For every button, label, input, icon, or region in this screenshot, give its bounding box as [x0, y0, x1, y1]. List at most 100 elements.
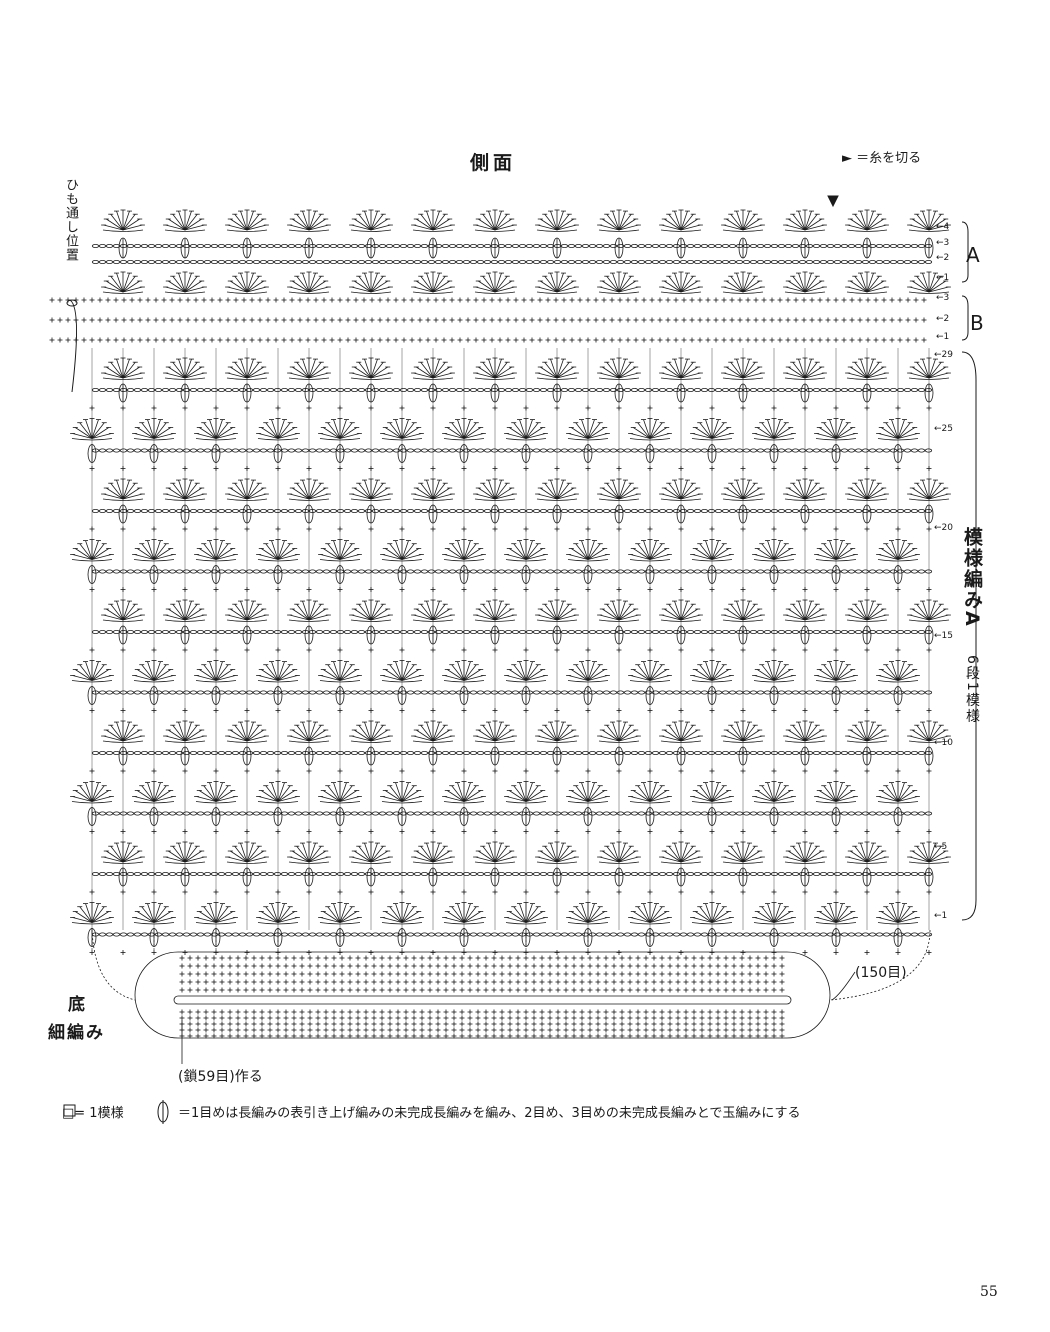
chain-stitch [343, 872, 352, 877]
chain-stitch [357, 630, 366, 635]
chain-stitch [448, 932, 457, 937]
chain-stitch [693, 569, 702, 574]
chain-stitch [518, 932, 527, 937]
fan-stitch [103, 735, 124, 742]
fan-stitch [711, 906, 725, 923]
chain-stitch [546, 872, 555, 877]
fan-stitch [711, 433, 732, 439]
chain-stitch [518, 872, 527, 877]
chain-stitch [301, 448, 310, 453]
chain-stitch [483, 932, 492, 937]
fan-stitch [463, 782, 471, 802]
fan-stitch [178, 842, 186, 863]
fan-stitch [432, 372, 453, 379]
chain-stitch [210, 811, 219, 816]
fan-stitch [494, 721, 502, 742]
fan-stitch [897, 543, 911, 560]
chain-stitch [868, 932, 877, 937]
fan-stitch [916, 724, 930, 742]
fan-stitch [432, 286, 453, 293]
fan-stitch [705, 419, 713, 439]
fan-stitch [85, 661, 93, 681]
chain-stitch [224, 448, 233, 453]
chain-stitch [679, 630, 688, 635]
fan-stitch [116, 600, 124, 621]
fan-stitch [823, 664, 837, 681]
chain-stitch [805, 448, 814, 453]
chain-stitch [735, 811, 744, 816]
fan-stitch [773, 785, 787, 802]
chain-stitch [385, 872, 394, 877]
chain-stitch [287, 932, 296, 937]
fan-stitch [664, 729, 682, 742]
chain-stitch [441, 932, 450, 937]
chain-stitch [497, 508, 506, 513]
pattern-a-grid [70, 348, 951, 955]
fan-base [288, 291, 330, 294]
chain-stitch [784, 932, 793, 937]
fan-stitch [203, 785, 217, 802]
fan-stitch [385, 669, 403, 681]
chain-stitch [721, 569, 730, 574]
chain-stitch [539, 872, 548, 877]
fan-stitch [885, 422, 899, 439]
fan-stitch [234, 213, 248, 231]
fan-stitch [184, 372, 205, 379]
fan-stitch [116, 842, 124, 863]
fan-stitch [866, 845, 880, 863]
chain-stitch [476, 448, 485, 453]
fan-stitch [370, 600, 378, 621]
chain-stitch [259, 932, 268, 937]
fan-stitch [354, 608, 372, 621]
chain-stitch [532, 751, 541, 756]
fan-stitch [137, 669, 155, 681]
fan-stitch [847, 372, 868, 379]
chain-stitch [252, 630, 261, 635]
chain-stitch [406, 811, 415, 816]
fan-stitch [358, 482, 372, 500]
chain-stitch [364, 811, 373, 816]
fan-stitch [106, 280, 124, 293]
fan-stitch [91, 782, 99, 802]
chain-stitch [378, 387, 387, 392]
fan-stitch [246, 361, 260, 379]
chain-stitch [455, 508, 464, 513]
fan-stitch [618, 358, 626, 379]
fan-stitch [370, 608, 388, 621]
fan-stitch [184, 608, 202, 621]
fan-stitch [742, 850, 760, 863]
fan-stitch [153, 540, 161, 560]
chain-stitch [406, 387, 415, 392]
chain-stitch [154, 872, 163, 877]
fan-stitch [649, 785, 663, 802]
chain-stitch [448, 387, 457, 392]
chain-stitch [518, 811, 527, 816]
fan-stitch [866, 366, 884, 379]
chain-stitch [175, 751, 184, 756]
fan-stitch [147, 540, 155, 560]
fan-stitch [401, 790, 419, 802]
fan-stitch [302, 210, 310, 231]
fan-stitch [509, 427, 527, 439]
fan-stitch [395, 661, 403, 681]
chain-stitch [889, 932, 898, 937]
fan-stitch [416, 218, 434, 231]
chain-stitch [308, 448, 317, 453]
chain-stitch [504, 448, 513, 453]
chain-stitch [462, 751, 471, 756]
chain-stitch [238, 569, 247, 574]
chain-stitch [413, 630, 422, 635]
chain-stitch [672, 569, 681, 574]
fan-stitch [215, 543, 229, 560]
fan-stitch [587, 543, 601, 560]
chain-stitch [742, 811, 751, 816]
chain-stitch [343, 387, 352, 392]
fan-stitch [829, 903, 837, 923]
chain-stitch [399, 630, 408, 635]
fan-stitch [711, 917, 732, 923]
fan-stitch [618, 724, 632, 742]
chain-stitch [154, 811, 163, 816]
chain-stitch [112, 569, 121, 574]
chain-stitch [826, 811, 835, 816]
fan-stitch [649, 548, 667, 560]
